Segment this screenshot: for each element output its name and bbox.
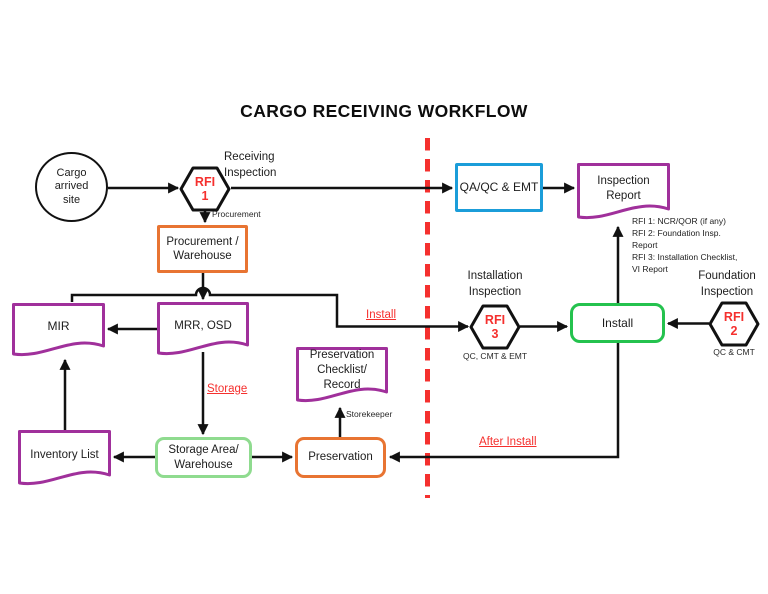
mir-doc: MIR bbox=[12, 303, 105, 359]
install-label: Install bbox=[601, 315, 634, 330]
storage-area-warehouse-label: Storage Area/ Warehouse bbox=[168, 444, 239, 471]
preservation-label: Preservation bbox=[308, 451, 373, 464]
rfi2-number: 2 bbox=[730, 324, 738, 338]
mir-label: MIR bbox=[47, 319, 70, 334]
cargo-arrived-site-label: Cargo arrived site bbox=[54, 166, 89, 206]
rfi-note-line: RFI 2: Foundation Insp. bbox=[632, 228, 721, 239]
diagram-title: CARGO RECEIVING WORKFLOW bbox=[240, 101, 528, 121]
mrr-osd-label: MRR, OSD bbox=[174, 319, 232, 332]
inspection-report-label: Inspection Report bbox=[597, 174, 650, 202]
storage-flow-label: Storage bbox=[207, 383, 248, 395]
rfi-note-line: RFI 3: Installation Checklist, bbox=[632, 252, 738, 263]
preservation-node: Preservation bbox=[295, 437, 386, 478]
install-flow-label: Install bbox=[366, 309, 397, 321]
rfi3-number: 3 bbox=[491, 327, 499, 341]
qaqc-emt-label: QA/QC & EMT bbox=[459, 180, 539, 195]
installation-inspection-label: Installation Inspection bbox=[467, 270, 523, 298]
arrow-install-to-preservation bbox=[388, 342, 620, 463]
rfi3-hexagon: RFI 3 bbox=[469, 304, 521, 350]
preservation-checklist-doc: Preservation Checklist/ Record bbox=[296, 347, 388, 405]
cargo-arrived-site-node: Cargo arrived site bbox=[35, 152, 108, 222]
procurement-warehouse-label: Procurement / Warehouse bbox=[166, 235, 239, 262]
rfi-note-line: RFI 1: NCR/QOR (if any) bbox=[632, 216, 726, 226]
procurement-flow-label: Procurement bbox=[212, 209, 261, 219]
inspection-report-doc: Inspection Report bbox=[577, 163, 670, 222]
rfi2-label: RFI bbox=[723, 309, 745, 324]
after-install-flow-label: After Install bbox=[479, 436, 537, 448]
rfi1-label: RFI bbox=[194, 174, 216, 189]
storekeeper-label: Storekeeper bbox=[346, 409, 393, 419]
rfi2-hexagon: RFI 2 bbox=[708, 301, 760, 347]
qc-cmt-emt-label: QC, CMT & EMT bbox=[462, 351, 528, 361]
install-node: Install bbox=[570, 303, 665, 343]
inventory-list-doc: Inventory List bbox=[18, 430, 111, 488]
inventory-list-label: Inventory List bbox=[30, 448, 99, 461]
preservation-checklist-label: Preservation Checklist/ Record bbox=[309, 349, 375, 391]
mrr-osd-doc: MRR, OSD bbox=[157, 302, 249, 358]
storage-area-warehouse-node: Storage Area/ Warehouse bbox=[155, 437, 252, 478]
arrow-mir-to-rfi3-install bbox=[70, 286, 470, 332]
rfi3-label: RFI bbox=[484, 312, 506, 327]
rfi-notes: RFI 1: NCR/QOR (if any) RFI 2: Foundatio… bbox=[632, 215, 737, 275]
qc-cmt-label: QC & CMT bbox=[713, 347, 755, 357]
procurement-warehouse-node: Procurement / Warehouse bbox=[157, 225, 248, 273]
qaqc-emt-node: QA/QC & EMT bbox=[455, 163, 543, 212]
rfi-note-line: VI Report bbox=[632, 264, 668, 275]
rfi1-number: 1 bbox=[201, 189, 209, 203]
receiving-inspection-label: Receiving Inspection bbox=[224, 151, 277, 179]
foundation-inspection-label: Foundation Inspection bbox=[698, 270, 756, 298]
rfi1-hexagon: RFI 1 bbox=[179, 166, 231, 212]
rfi-note-line: Report bbox=[632, 240, 658, 251]
